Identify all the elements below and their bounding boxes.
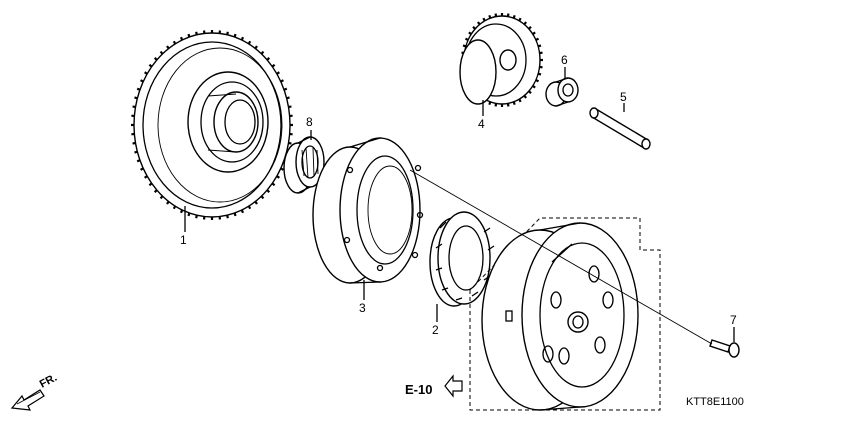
callout-4: 4 <box>478 117 485 131</box>
front-direction-label: FR. <box>38 372 59 391</box>
part-3-starter-clutch-outer <box>312 137 424 284</box>
callout-2: 2 <box>432 323 439 337</box>
part-4-reduction-gear <box>459 13 543 107</box>
callout-6: 6 <box>561 53 568 67</box>
callout-5: 5 <box>620 90 627 104</box>
part-7-bolt <box>709 339 740 358</box>
part-2-one-way-clutch <box>429 211 495 307</box>
callout-8: 8 <box>306 115 313 129</box>
callout-7: 7 <box>730 313 737 327</box>
diagram-code: KTT8E1100 <box>686 396 744 408</box>
part-6-collar <box>545 77 579 107</box>
part-5-shaft <box>589 107 651 150</box>
reference-label: E-10 <box>405 382 432 397</box>
flywheel-assembly <box>469 217 661 411</box>
leader-lines <box>184 67 735 342</box>
part-1-driven-gear <box>131 30 293 220</box>
assembly-axis-line <box>409 169 713 345</box>
front-direction-arrow-icon <box>10 389 45 411</box>
callout-1: 1 <box>180 233 187 247</box>
callout-3: 3 <box>359 301 366 315</box>
reference-arrow-icon <box>444 374 463 398</box>
part-8-needle-bearing <box>283 136 325 194</box>
